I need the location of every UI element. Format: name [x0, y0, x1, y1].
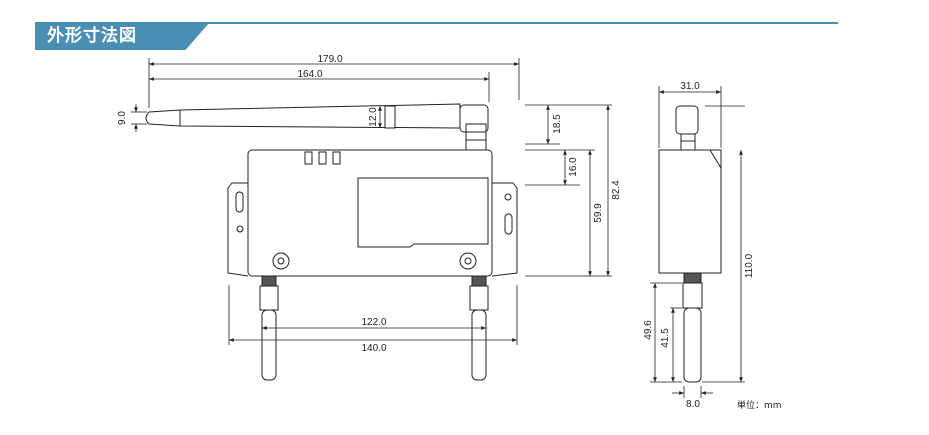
dim-body-height: 59.9: [593, 203, 604, 223]
front-view: [145, 103, 518, 381]
dim-side-width: 31.0: [680, 81, 700, 92]
dim-connector-length: 49.6: [643, 320, 654, 340]
dim-flange-width: 140.0: [361, 343, 386, 354]
title-banner: [35, 22, 210, 50]
dim-total-height: 82.4: [611, 180, 622, 200]
dim-connector-diameter: 8.0: [686, 399, 700, 410]
dim-antenna-height: 18.5: [552, 114, 563, 134]
dim-body-top-offset: 16.0: [568, 157, 579, 177]
title-underline: [204, 22, 838, 24]
dim-antenna-hinge: 12.0: [368, 107, 379, 127]
side-view: [658, 105, 722, 383]
dim-body-to-antenna: 164.0: [297, 69, 322, 80]
dim-side-height: 110.0: [744, 253, 755, 278]
page-title: 外形寸法図: [47, 26, 137, 46]
dim-total-length: 179.0: [317, 54, 342, 65]
dim-mount-pitch: 122.0: [361, 317, 386, 328]
dim-antenna-width: 9.0: [117, 111, 128, 125]
unit-label: 単位：mm: [737, 401, 782, 411]
dim-connector-body: 41.5: [660, 328, 671, 348]
